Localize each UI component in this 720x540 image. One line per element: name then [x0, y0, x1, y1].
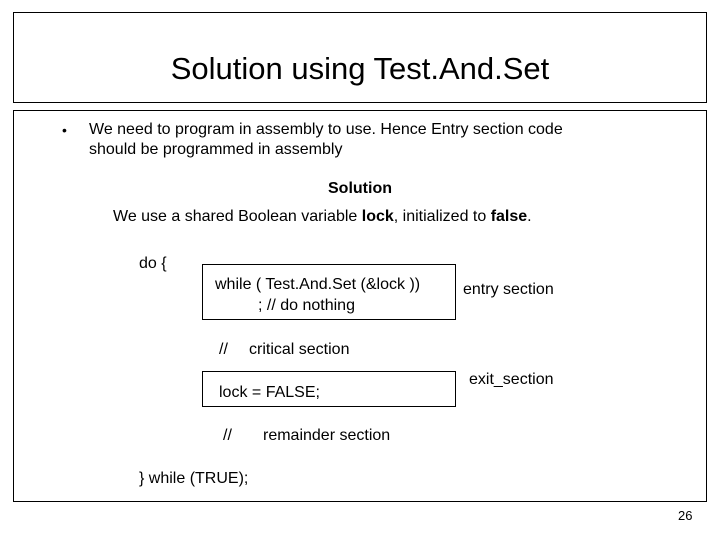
code-critical-text: critical section — [249, 341, 350, 358]
entry-section-box — [202, 264, 456, 320]
bullet-marker: • — [62, 122, 67, 138]
code-while-close: } while (TRUE); — [139, 470, 249, 487]
desc-middle: , initialized to — [393, 208, 491, 225]
bullet-line-1: We need to program in assembly to use. H… — [89, 121, 563, 138]
code-entry-line-2: ; // do nothing — [258, 297, 355, 314]
code-critical-comment: // — [219, 341, 228, 358]
solution-heading: Solution — [328, 180, 392, 197]
code-exit-line: lock = FALSE; — [219, 384, 320, 401]
slide-title: Solution using Test.And.Set — [170, 51, 550, 86]
desc-prefix: We use a shared Boolean variable — [113, 208, 362, 225]
solution-description: We use a shared Boolean variable lock, i… — [113, 207, 532, 227]
entry-section-label: entry section — [463, 281, 554, 298]
code-entry-line-1: while ( Test.And.Set (&lock )) — [215, 276, 421, 293]
code-do-open: do { — [139, 255, 167, 272]
desc-suffix: . — [527, 208, 532, 225]
exit-section-label: exit_section — [469, 371, 554, 388]
bullet-text: We need to program in assembly to use. H… — [89, 120, 563, 160]
bullet-line-2: should be programmed in assembly — [89, 141, 343, 158]
code-remainder-comment: // — [223, 427, 232, 444]
content-box: • We need to program in assembly to use.… — [13, 110, 707, 502]
desc-value: false — [490, 208, 528, 225]
desc-variable: lock — [361, 208, 394, 225]
code-remainder-text: remainder section — [263, 427, 391, 444]
page-number: 26 — [678, 508, 693, 523]
title-box: Solution using Test.And.Set — [13, 12, 707, 103]
exit-section-box — [202, 371, 456, 407]
